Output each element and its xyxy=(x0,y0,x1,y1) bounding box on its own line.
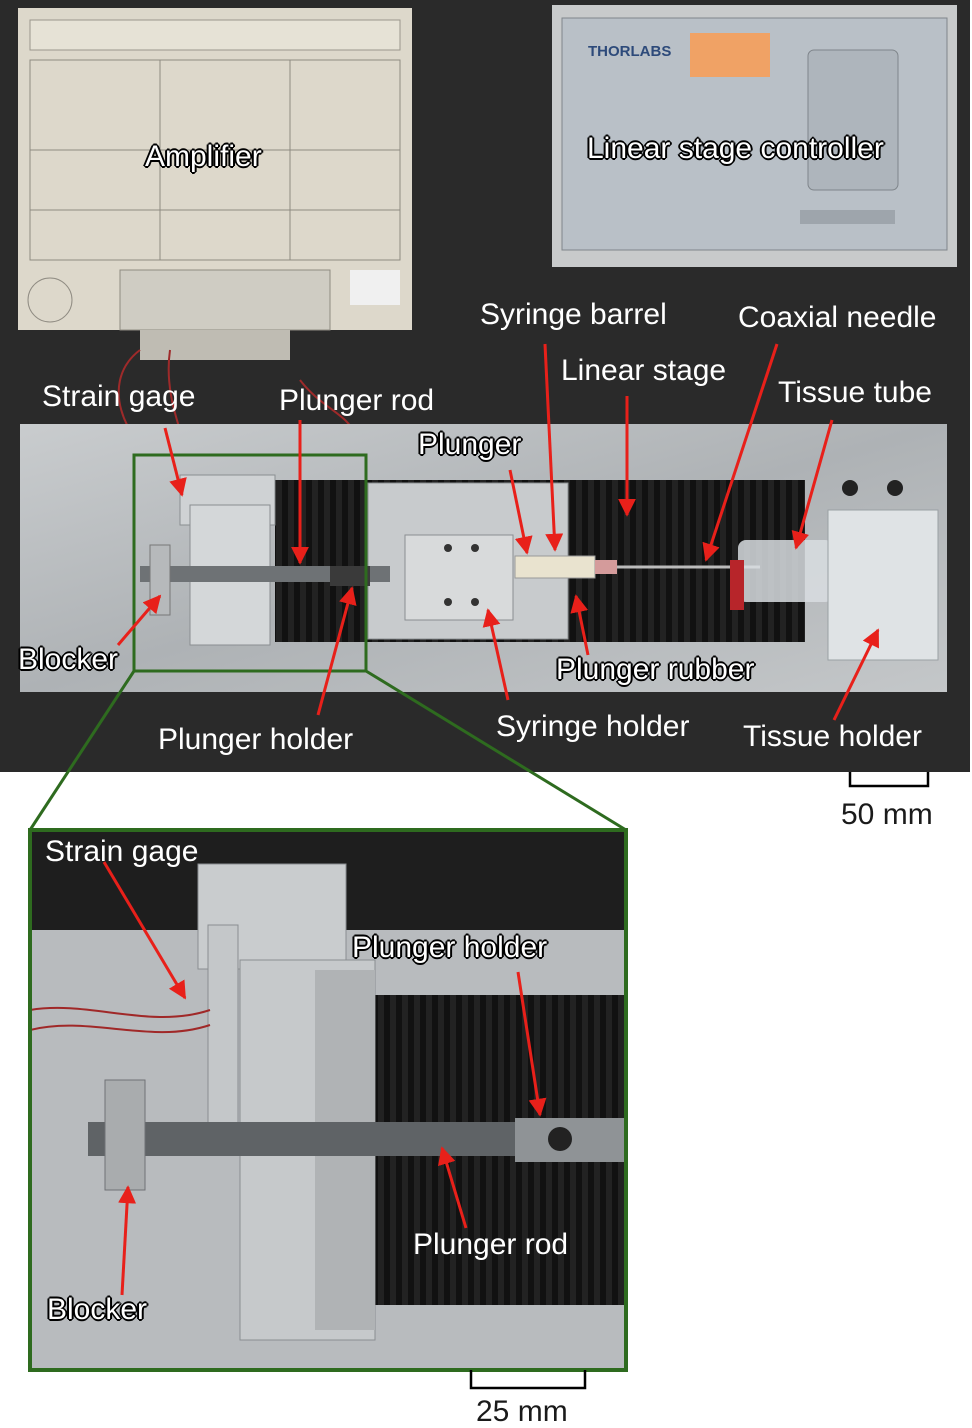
label-plunger: Plunger xyxy=(418,428,522,461)
label-plunger-holder: Plunger holder xyxy=(158,723,354,756)
plunger-rod-shape xyxy=(140,566,390,582)
top-photo-drawing xyxy=(0,0,970,772)
scale-bar-25mm xyxy=(469,1370,587,1390)
top-photo xyxy=(0,0,970,772)
inset-label-plunger-rod: Plunger rod xyxy=(413,1228,569,1261)
arrow-tissue-tube xyxy=(791,419,834,550)
inset-label-plunger-holder: Plunger holder xyxy=(352,931,548,964)
arrow-blocker xyxy=(116,594,162,646)
amplifier-device xyxy=(18,8,412,360)
arrow-syringe-holder xyxy=(482,608,510,701)
arrow-plunger xyxy=(508,469,533,555)
label-plunger-rubber: Plunger rubber xyxy=(556,653,755,686)
label-tissue-tube: Tissue tube xyxy=(778,376,932,409)
inset-photo-drawing xyxy=(30,830,626,1370)
scale-bar-50mm xyxy=(848,772,930,788)
inset-arrow-strain-gage xyxy=(102,861,187,1000)
inset-arrow-blocker xyxy=(118,1185,137,1296)
arrow-plunger-holder xyxy=(316,586,357,716)
inset-frame xyxy=(28,828,628,1372)
inset-arrow-plunger-holder xyxy=(516,971,547,1117)
inset-photo xyxy=(30,830,626,1370)
label-linear-stage: Linear stage xyxy=(561,354,727,387)
syringe-holder-block xyxy=(404,534,514,621)
tissue-holder-shape xyxy=(827,509,939,661)
controller-brand-text: THORLABS xyxy=(588,43,672,60)
zoom-line-left xyxy=(28,670,136,831)
label-blocker: Blocker xyxy=(18,643,119,676)
tissue-tube-shape xyxy=(738,540,833,602)
label-syringe-barrel: Syringe barrel xyxy=(480,298,667,331)
zoom-region-frame xyxy=(132,453,368,673)
inset-label-scale-25mm: 25 mm xyxy=(476,1395,568,1428)
arrow-plunger-rubber xyxy=(570,594,590,656)
label-coaxial-needle: Coaxial needle xyxy=(738,301,937,334)
label-syringe-holder: Syringe holder xyxy=(496,710,690,743)
zoom-line-right xyxy=(365,669,627,832)
label-plunger-rod: Plunger rod xyxy=(279,384,435,417)
arrow-coaxial-needle xyxy=(702,343,779,562)
arrow-syringe-barrel xyxy=(543,343,564,552)
arrow-tissue-holder xyxy=(832,628,880,721)
linear-stage-controller-device xyxy=(552,5,957,267)
label-linear-stage-controller: Linear stage controller xyxy=(587,132,884,165)
inset-arrow-plunger-rod xyxy=(438,1146,468,1229)
label-scale-50mm: 50 mm xyxy=(841,798,933,831)
label-amplifier: Amplifier xyxy=(145,140,262,173)
inset-label-blocker: Blocker xyxy=(47,1293,148,1326)
label-tissue-holder: Tissue holder xyxy=(743,720,922,753)
inset-label-strain-gage: Strain gage xyxy=(45,835,199,868)
label-strain-gage: Strain gage xyxy=(42,380,196,413)
arrow-strain-gage xyxy=(163,427,187,497)
